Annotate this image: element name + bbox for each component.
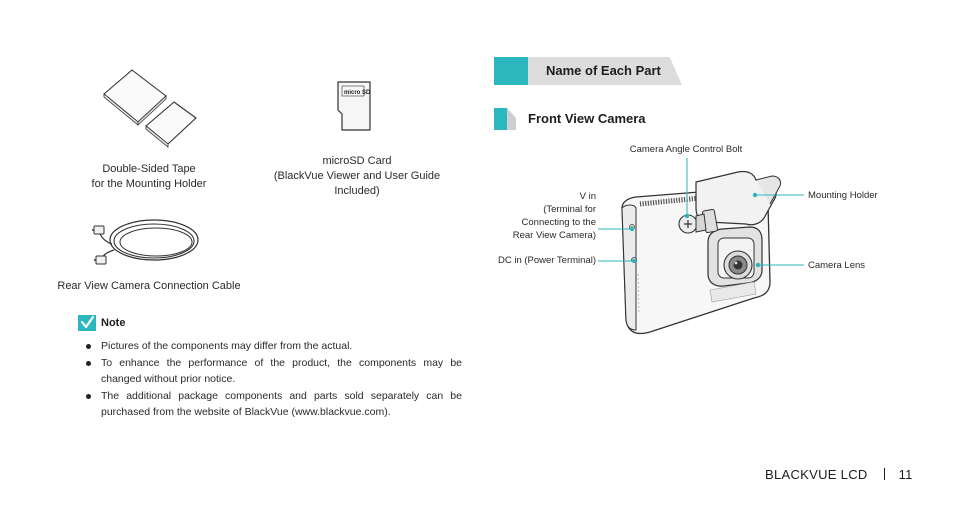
note-item: The additional package components and pa… — [84, 388, 462, 420]
callout-dc-in: DC in (Power Terminal) — [497, 255, 596, 266]
callout-lines — [598, 158, 804, 268]
callout-angle-bolt: Camera Angle Control Bolt — [629, 144, 743, 155]
caption-line: (BlackVue Viewer and User Guide — [273, 170, 441, 182]
subsection-title: Front View Camera — [528, 111, 646, 126]
caption-line: microSD Card — [322, 155, 392, 167]
cable-caption: Rear View Camera Connection Cable — [48, 279, 250, 294]
checkmark-icon — [78, 315, 96, 331]
callout-line: Rear View Camera) — [512, 230, 596, 241]
double-sided-tape-illustration — [103, 69, 197, 148]
caption-line: for the Mounting Holder — [91, 178, 207, 190]
note-item: Pictures of the components may differ fr… — [84, 338, 462, 354]
caption-line: Double-Sided Tape — [102, 163, 196, 175]
page-number: 11 — [898, 467, 913, 482]
page-footer: BLACKVUE LCD 11 — [765, 467, 913, 482]
section-bar-background — [528, 57, 682, 85]
callout-camera-lens: Camera Lens — [808, 260, 866, 271]
microsd-card-illustration: micro SD — [337, 81, 371, 131]
section-title: Name of Each Part — [546, 63, 661, 78]
front-camera-illustration — [621, 170, 781, 335]
footer-separator — [883, 468, 885, 480]
caption-line: Rear View Camera Connection Cable — [57, 280, 241, 292]
callout-v-in: V in (Terminal for Connecting to the Rea… — [494, 190, 596, 242]
rear-camera-cable-illustration — [92, 219, 199, 265]
microsd-logo-text: micro SD — [344, 90, 371, 96]
footer-product: BLACKVUE LCD — [765, 467, 868, 482]
microsd-caption: microSD Card (BlackVue Viewer and User G… — [262, 154, 452, 199]
callout-line: V in — [579, 191, 596, 202]
section-header: Name of Each Part — [494, 57, 682, 85]
note-title: Note — [101, 317, 126, 329]
subsection-accent — [494, 108, 507, 130]
subsection-accent-tab — [507, 108, 516, 130]
callout-line: Connecting to the — [521, 217, 596, 228]
callout-line: (Terminal for — [543, 204, 596, 215]
callout-mounting-holder: Mounting Holder — [808, 190, 878, 201]
section-accent — [494, 57, 528, 85]
caption-line: Included) — [334, 185, 380, 197]
note-list: Pictures of the components may differ fr… — [84, 338, 462, 421]
tape-caption: Double-Sided Tape for the Mounting Holde… — [58, 162, 240, 192]
note-item: To enhance the performance of the produc… — [84, 355, 462, 387]
